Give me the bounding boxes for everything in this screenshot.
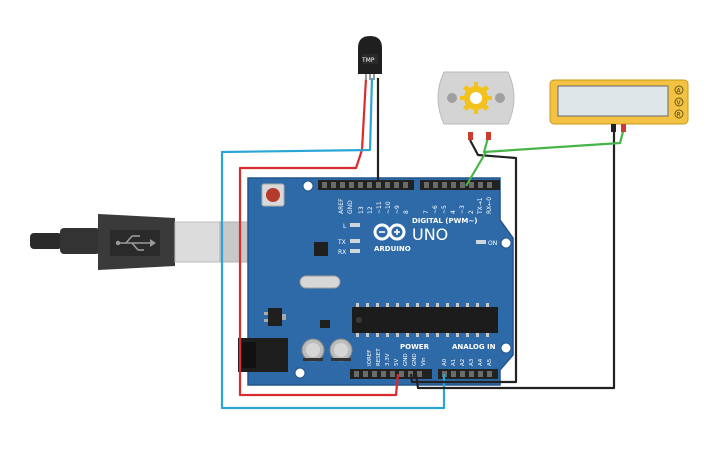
led-label-l: L <box>343 223 347 230</box>
crystal-oscillator <box>299 275 341 289</box>
pin-label-gnd1: GND <box>403 353 409 366</box>
pin-label-a2: A2 <box>460 359 466 366</box>
pin-label-7: 7 <box>423 210 430 214</box>
wire-green-motor[interactable] <box>482 127 626 154</box>
pin-label-13: 13 <box>358 206 365 214</box>
gear-icon <box>460 82 492 114</box>
analog-header-label: ANALOG IN <box>452 343 496 351</box>
multimeter-mode-a[interactable]: A <box>674 85 684 95</box>
pin-label-3: ~3 <box>459 205 466 214</box>
sensor-label: TMP <box>361 57 375 64</box>
multimeter-mode-r[interactable]: R <box>674 109 684 119</box>
mounting-hole <box>294 367 306 379</box>
digital-header-left[interactable] <box>318 180 414 190</box>
power-header-label: POWER <box>400 343 430 351</box>
tmp-temperature-sensor[interactable]: TMP <box>358 36 382 80</box>
led-label-tx: TX <box>337 239 346 246</box>
multimeter-display <box>557 85 669 117</box>
pin-label-4: 4 <box>450 210 457 214</box>
pin-label-12: 12 <box>367 206 374 214</box>
board-brand: ARDUINO <box>374 245 411 253</box>
capacitor <box>329 338 353 362</box>
pin-label-a1: A1 <box>451 359 457 366</box>
pin-label-5v: 5V <box>394 359 400 366</box>
mounting-hole <box>500 237 512 249</box>
pin-label-9: ~9 <box>394 205 401 214</box>
pin-label-10: ~10 <box>385 201 392 214</box>
pin-label-8: 8 <box>403 210 410 214</box>
dc-motor[interactable] <box>437 71 515 140</box>
usb-cable[interactable] <box>30 214 281 270</box>
wire-cyan-a0[interactable] <box>220 77 446 410</box>
pin-label-a0: A0 <box>442 358 448 366</box>
pin-label-vin: Vin <box>421 357 427 366</box>
led-rx <box>350 249 360 253</box>
multimeter[interactable]: A V R <box>549 79 689 132</box>
led-l <box>350 223 360 227</box>
reset-button-cap[interactable] <box>266 188 280 202</box>
usb-icon <box>115 235 156 251</box>
multimeter-probe-red[interactable] <box>621 124 626 132</box>
wire-black-motor[interactable] <box>409 139 518 384</box>
pin-label-a3: A3 <box>469 358 475 366</box>
mounting-hole <box>302 180 314 192</box>
capacitor <box>301 338 325 362</box>
pin-label-ioref: IOREF <box>367 350 373 366</box>
atmega-chip <box>352 303 498 337</box>
pin-label-a5: A5 <box>487 358 493 366</box>
digital-header-label: DIGITAL (PWM~) <box>412 217 477 225</box>
pin-label-2: 2 <box>468 210 475 214</box>
pin-label-0: RX←0 <box>486 197 493 214</box>
led-on <box>476 240 486 244</box>
pin-label-aref: AREF <box>338 198 345 214</box>
arduino-logo-icon <box>373 223 406 241</box>
pin-label-6: ~6 <box>432 205 439 214</box>
mounting-hole <box>500 342 512 354</box>
voltage-regulator <box>268 308 282 326</box>
multimeter-probe-black[interactable] <box>611 124 616 132</box>
pin-label-gnd2: GND <box>412 353 418 366</box>
small-chip <box>320 320 330 328</box>
svg-text:V: V <box>677 100 682 107</box>
svg-text:R: R <box>677 112 681 119</box>
pin-label-a4: A4 <box>478 358 484 366</box>
board-model: UNO <box>412 225 448 244</box>
wire-black-multimeter[interactable] <box>414 128 616 390</box>
pin-label-5: ~5 <box>441 205 448 214</box>
svg-text:A: A <box>677 88 682 95</box>
multimeter-mode-v[interactable]: V <box>674 97 684 107</box>
wire-green-pin3[interactable] <box>465 151 487 187</box>
led-label-rx: RX <box>338 249 346 256</box>
arduino-uno-board[interactable]: AREF GND 13 12 ~11 ~10 ~9 8 7 ~6 ~5 4 ~3… <box>238 177 514 386</box>
led-label-on: ON <box>488 240 497 247</box>
pin-label-gnd: GND <box>347 200 354 214</box>
pin-label-1: TX→1 <box>477 197 484 215</box>
pin-label-11: ~11 <box>376 201 383 214</box>
analog-header[interactable] <box>438 369 498 379</box>
led-tx <box>350 239 360 243</box>
usb-chip <box>314 242 328 256</box>
pin-label-reset: RESET <box>376 348 382 366</box>
pin-label-3v3: 3.3V <box>385 353 391 366</box>
